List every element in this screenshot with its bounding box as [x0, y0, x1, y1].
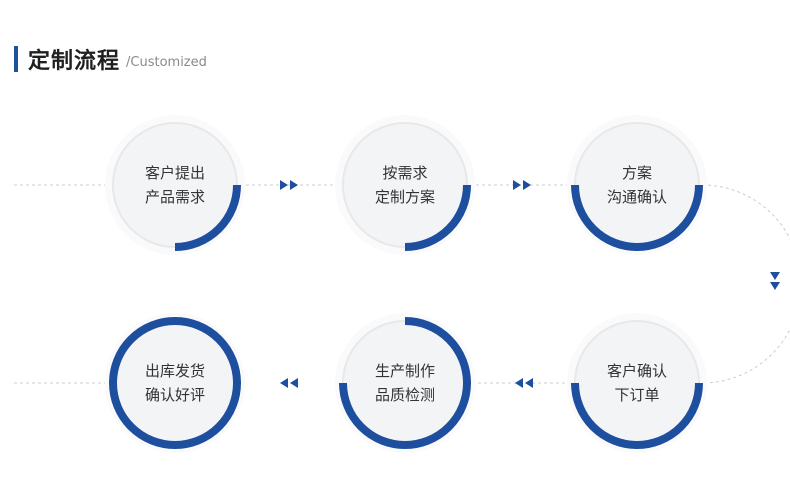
section-header: 定制流程 /Customized: [14, 44, 207, 74]
arrow-right-icon: [523, 180, 531, 190]
step-progress-arc: [571, 184, 703, 251]
step-label-line1: 按需求: [382, 164, 428, 182]
step-label-line2: 产品需求: [144, 188, 205, 206]
step-label: 出库发货确认好评: [125, 359, 225, 407]
step-label: 客户确认下订单: [587, 359, 687, 407]
arrow-right-icon: [513, 180, 521, 190]
step-progress-arc: [109, 317, 241, 449]
arrow-left-icon: [515, 378, 523, 388]
step-label-line1: 方案: [621, 164, 652, 182]
step-progress-arc: [571, 382, 703, 449]
page-title: 定制流程: [28, 49, 121, 74]
step-progress-arc: [404, 184, 471, 251]
step-label-line2: 品质检测: [374, 386, 435, 404]
arrow-right-icon: [290, 180, 298, 190]
step-label-line1: 客户提出: [144, 164, 205, 182]
step-progress-arc: [339, 317, 471, 449]
step-label: 客户提出产品需求: [125, 161, 225, 209]
step-label-line1: 客户确认: [606, 362, 667, 380]
step-label: 按需求定制方案: [355, 161, 455, 209]
step-label-line2: 沟通确认: [606, 188, 667, 206]
arrow-left-icon: [280, 378, 288, 388]
step-label-line1: 出库发货: [144, 362, 205, 380]
page-subtitle: /Customized: [126, 54, 207, 70]
arrow-left-icon: [525, 378, 533, 388]
step-label-line2: 定制方案: [374, 188, 435, 206]
arrow-right-icon: [280, 180, 288, 190]
step-label-line2: 确认好评: [144, 386, 205, 404]
arrow-left-icon: [290, 378, 298, 388]
step-label-line2: 下订单: [614, 386, 660, 404]
arrow-down-icon: [770, 282, 780, 290]
header-accent-bar: [14, 46, 18, 72]
arrow-down-icon: [770, 272, 780, 280]
step-label: 生产制作品质检测: [355, 359, 455, 407]
step-label: 方案沟通确认: [587, 161, 687, 209]
step-label-line1: 生产制作: [374, 362, 435, 380]
step-progress-arc: [174, 184, 241, 251]
connector-curve: [701, 184, 790, 384]
